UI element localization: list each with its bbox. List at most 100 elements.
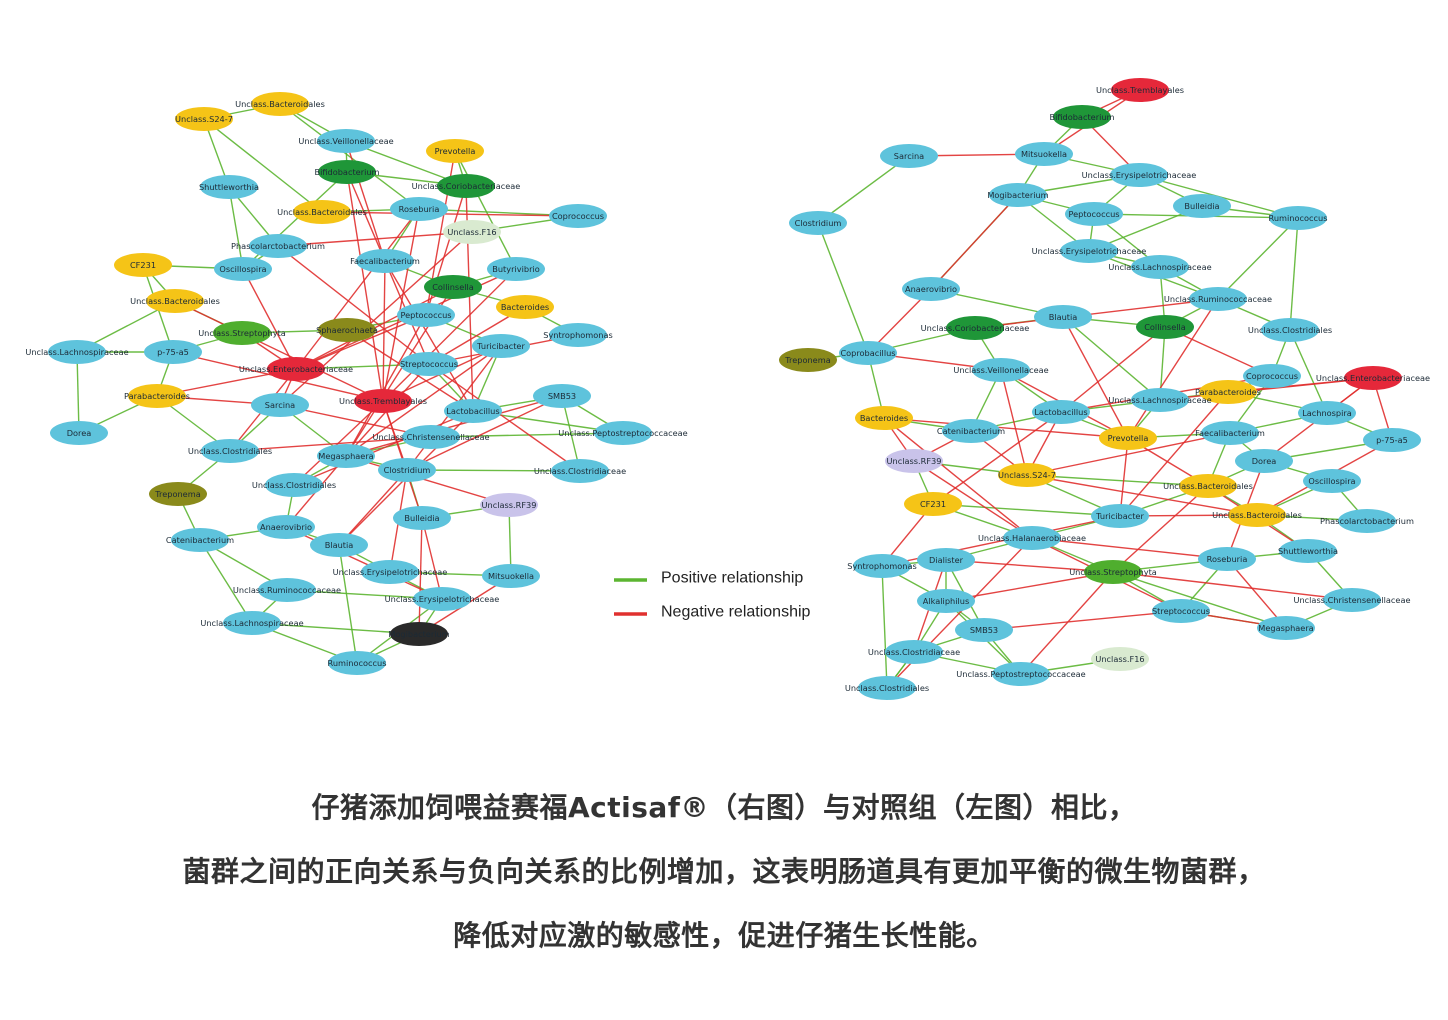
node-ellipse: [267, 357, 325, 381]
node-ellipse: [1199, 380, 1257, 404]
node-label: Parabacteroides: [124, 391, 190, 401]
negative-edge: [229, 436, 432, 452]
node-label: Coprococcus: [552, 211, 604, 221]
node-label: Lactobacillus: [1034, 407, 1087, 417]
node-uchristen: Unclass.Christensenellaceae: [372, 425, 490, 449]
node-label: Unclass.Bacteroidales: [130, 296, 220, 306]
negative-edge: [1000, 369, 1028, 476]
node-turici: Turicibacter: [1091, 504, 1149, 528]
node-label: Peptococcus: [400, 310, 451, 320]
node-alkali: Alkaliphilus: [917, 589, 975, 613]
node-syntropho: Syntrophomonas: [847, 554, 917, 578]
node-ellipse: [318, 318, 376, 342]
node-uentero: Unclass.Enterobacteriaceae: [239, 357, 353, 381]
node-label: Turicibacter: [476, 341, 525, 351]
node-blautia: Blautia: [1034, 305, 1092, 329]
node-sarcina: Sarcina: [251, 393, 309, 417]
node-label: Lachnospira: [1302, 408, 1352, 418]
node-uclostridiaceae: Unclass.Clostridiaceae: [868, 640, 960, 664]
node-label: Prevotella: [435, 146, 476, 156]
node-ellipse: [1084, 560, 1142, 584]
node-label: Anaerovibrio: [260, 522, 312, 532]
node-label: Unclass.Christensenellaceae: [372, 432, 489, 442]
node-label: Faecalibacterium: [350, 256, 420, 266]
node-label: Unclass.RF39: [482, 500, 537, 510]
node-syntropho: Syntrophomonas: [543, 323, 613, 347]
negative-edge: [346, 171, 384, 402]
node-label: Faecalibacterium: [1195, 428, 1265, 438]
node-phasco: Phascolarctobacterium: [1320, 509, 1414, 533]
node-ellipse: [472, 334, 530, 358]
node-label: Prevotella: [1108, 433, 1149, 443]
node-ubacteroidales2: Unclass.Bacteroidales: [1212, 503, 1302, 527]
node-parabact: Parabacteroides: [1195, 380, 1261, 404]
node-lachnospira: Lachnospira: [1298, 401, 1356, 425]
negative-edge: [1026, 432, 1231, 476]
node-ellipse: [397, 303, 455, 327]
node-faecali: Faecalibacterium: [1195, 421, 1265, 445]
node-label: Unclass.Erysipelotrichaceae: [385, 594, 500, 604]
node-ellipse: [1131, 255, 1189, 279]
node-label: Unclass.Halanaerobiaceae: [978, 533, 1086, 543]
node-ellipse: [200, 175, 258, 199]
node-label: Megasphaera: [1258, 623, 1313, 633]
node-ellipse: [318, 160, 376, 184]
node-label: Unclass.F16: [1095, 654, 1144, 664]
node-ellipse: [855, 406, 913, 430]
node-ellipse: [533, 384, 591, 408]
node-ellipse: [400, 352, 458, 376]
node-clostridium: Clostridium: [378, 458, 436, 482]
node-label: Parabacteroides: [1195, 387, 1261, 397]
node-label: Phascolarctobacterium: [231, 241, 325, 251]
node-ellipse: [258, 578, 316, 602]
node-ellipse: [1111, 78, 1169, 102]
node-ellipse: [1015, 142, 1073, 166]
node-ellipse: [917, 548, 975, 572]
node-label: p-75-a5: [1376, 435, 1408, 445]
node-label: Bulleidia: [1184, 201, 1219, 211]
node-rumino: Ruminococcus: [328, 651, 386, 675]
node-peptococcus: Peptococcus: [1065, 202, 1123, 226]
actisaf-network: Unclass.TremblayalesBifidobacteriumSarci…: [779, 78, 1430, 700]
node-ellipse: [972, 358, 1030, 382]
node-ellipse: [1298, 401, 1356, 425]
node-label: Streptococcus: [1152, 606, 1210, 616]
node-bacteroides: Bacteroides: [496, 295, 554, 319]
node-label: Clostridium: [795, 218, 842, 228]
node-dorea: Dorea: [50, 421, 108, 445]
positive-edge: [279, 103, 420, 210]
node-bifido: Bifidobacterium: [1049, 105, 1115, 129]
node-bifido: Bifidobacterium: [314, 160, 380, 184]
node-prevotella: Prevotella: [426, 139, 484, 163]
node-cateni: Catenibacterium: [166, 528, 234, 552]
node-coprococcus: Coprococcus: [549, 204, 607, 228]
node-ustrepto: Unclass.Streptophyta: [1069, 560, 1157, 584]
node-label: Alkaliphilus: [923, 596, 969, 606]
node-label: Unclass.Lachnospiraceae: [200, 618, 303, 628]
negative-edge: [1119, 437, 1129, 517]
node-ellipse: [880, 144, 938, 168]
negative-edge: [913, 460, 1033, 539]
node-strepto: Streptococcus: [400, 352, 458, 376]
node-ellipse: [946, 316, 1004, 340]
node-ellipse: [251, 393, 309, 417]
node-label: Syntrophomonas: [543, 330, 613, 340]
node-label: Lactobacillus: [446, 406, 499, 416]
node-treponema: Treponema: [779, 348, 837, 372]
node-ellipse: [1189, 287, 1247, 311]
node-ellipse: [839, 341, 897, 365]
node-uerysi2: Unclass.Erysipelotrichaceae: [1032, 239, 1146, 263]
node-label: Unclass.Peptostreptococcaceae: [558, 428, 687, 438]
node-label: Unclass.Veillonellaceae: [953, 365, 1048, 375]
node-label: Bacteroides: [501, 302, 549, 312]
negative-edge: [382, 260, 386, 402]
positive-edge: [203, 118, 323, 213]
negative-edge: [295, 208, 420, 370]
node-bulleidia: Bulleidia: [1173, 194, 1231, 218]
positive-edge: [76, 351, 80, 434]
negative-edge: [945, 571, 1114, 602]
node-label: Unclass.Clostridiaceae: [868, 647, 960, 657]
positive-edge: [1026, 474, 1209, 487]
node-lacto: Lactobacillus: [444, 399, 502, 423]
positive-edge: [1217, 217, 1299, 300]
